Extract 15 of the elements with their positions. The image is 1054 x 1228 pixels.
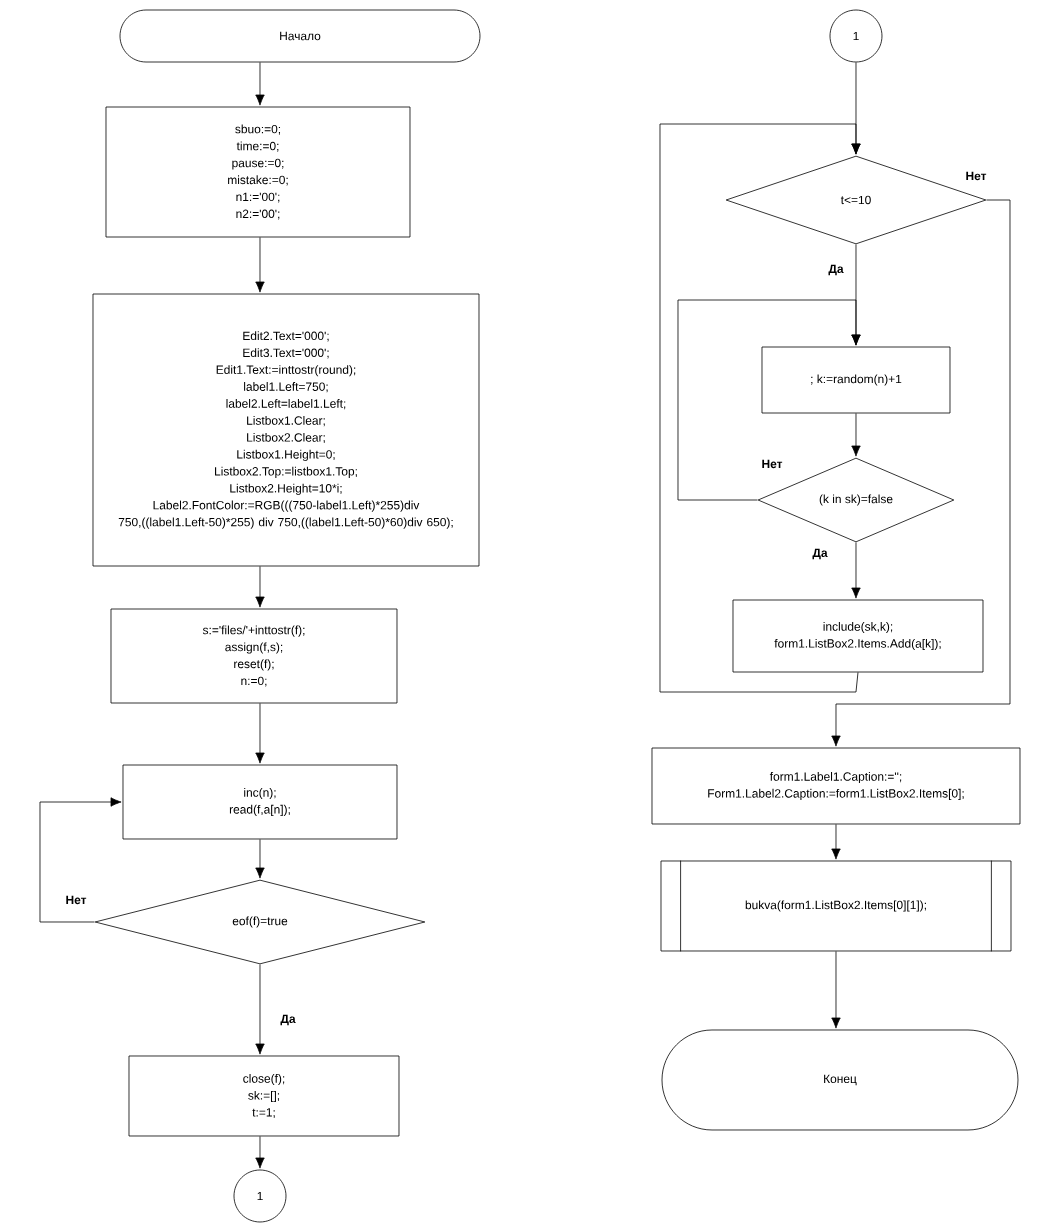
arrow <box>255 62 265 106</box>
arrow <box>659 123 861 693</box>
arrow <box>255 839 265 879</box>
arrow <box>255 964 265 1055</box>
arrow <box>255 237 265 293</box>
arrow <box>831 199 1011 747</box>
arrow <box>255 703 265 764</box>
arrow <box>851 413 861 457</box>
arrow <box>831 951 841 1029</box>
arrow <box>255 1136 265 1169</box>
arrow <box>851 542 861 599</box>
arrow <box>677 299 861 501</box>
arrow <box>831 824 841 860</box>
arrow <box>255 566 265 608</box>
arrow <box>39 797 122 923</box>
